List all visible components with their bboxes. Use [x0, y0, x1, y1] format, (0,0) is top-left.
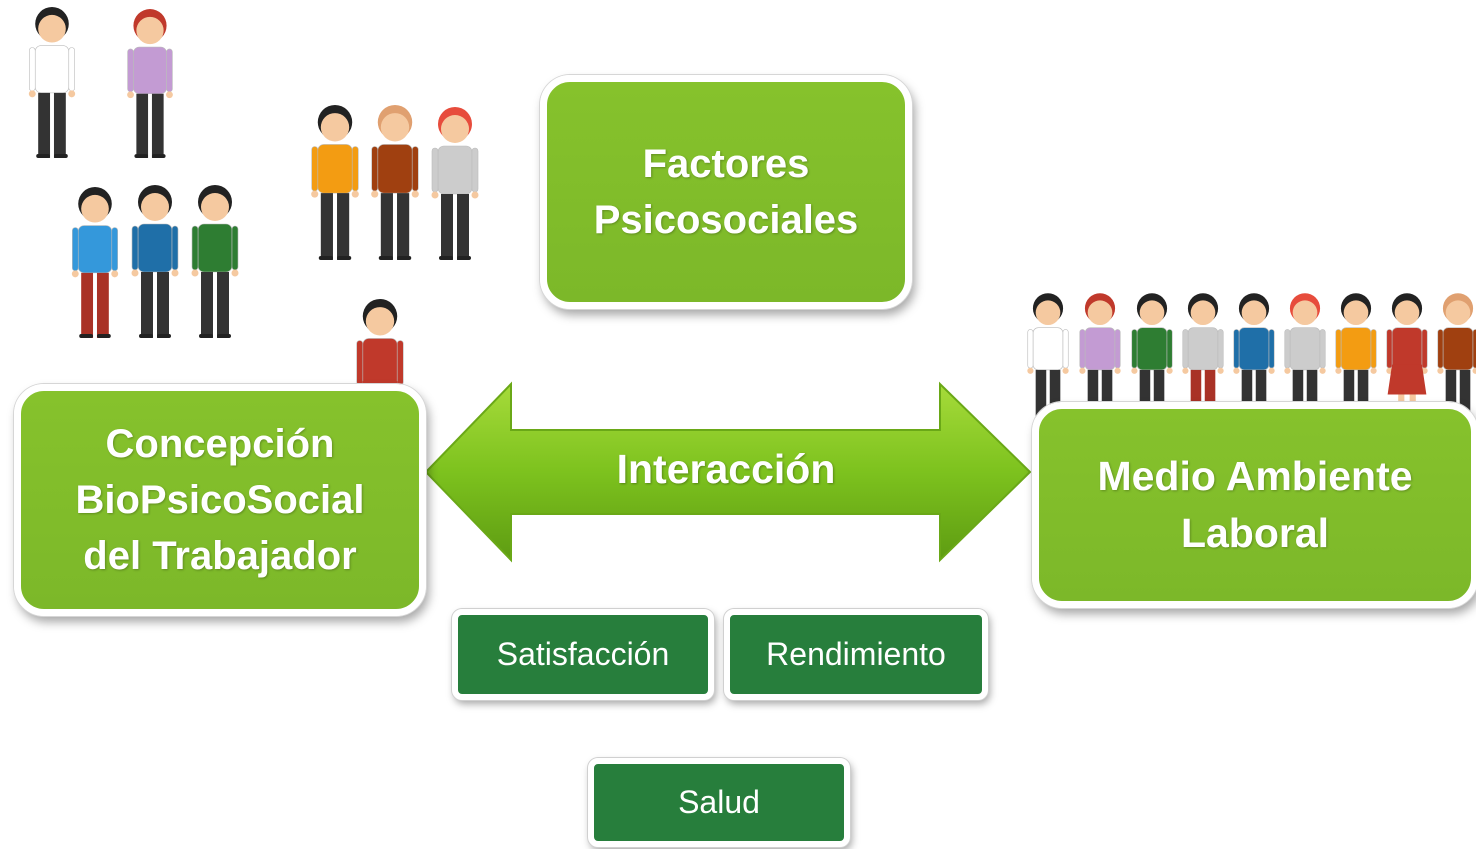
salud-label: Salud	[678, 784, 760, 820]
arrow-label: Interacción	[616, 446, 836, 492]
medio-ambiente-label: Medio Ambiente Laboral	[1097, 452, 1413, 556]
factores-psicosociales-box: Factores Psicosociales	[540, 75, 912, 309]
factores-psicosociales-label: Factores Psicosociales	[593, 142, 859, 242]
medio-ambiente-box: Medio Ambiente Laboral	[1032, 402, 1476, 608]
salud-box: Salud	[588, 758, 850, 847]
concepcion-box: Concepción BioPsicoSocial del Trabajador	[14, 384, 426, 616]
rendimiento-box: Rendimiento	[724, 609, 988, 700]
satisfaccion-label: Satisfacción	[496, 636, 670, 672]
concepcion-label: Concepción BioPsicoSocial del Trabajador	[75, 422, 365, 578]
rendimiento-label: Rendimiento	[766, 636, 946, 672]
satisfaccion-box: Satisfacción	[452, 609, 714, 700]
